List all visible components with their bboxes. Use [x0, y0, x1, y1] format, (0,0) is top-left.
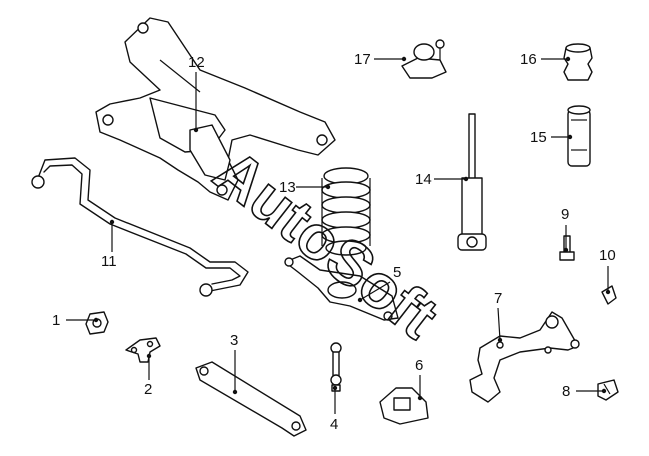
part-8-bushing [597, 379, 619, 401]
callout-leader-dot [357, 297, 363, 303]
part-11-stabilizer-bar [31, 157, 249, 297]
callout-3: 3 [230, 332, 238, 395]
callout-14: 14 [415, 171, 469, 188]
callout-number: 14 [415, 171, 432, 188]
part-1-nut [85, 311, 109, 335]
part-17-top-mount [401, 39, 447, 79]
callout-leader-dot [601, 388, 607, 394]
callout-leader-dot [325, 184, 331, 190]
callout-12: 12 [188, 54, 205, 133]
callout-15: 15 [530, 129, 573, 146]
part-9-bolt [559, 235, 575, 261]
part-4-stabilizer-link [330, 342, 342, 392]
callout-number: 9 [561, 206, 569, 223]
callout-leader-dot [93, 317, 99, 323]
callout-leader-dot [565, 56, 571, 62]
callout-leader-dot [497, 337, 503, 343]
callout-leader-dot [109, 219, 115, 225]
callout-leader-dot [332, 385, 338, 391]
callout-7: 7 [494, 290, 503, 343]
callout-4: 4 [330, 385, 338, 433]
watermark-text: AutoSoft [201, 137, 450, 352]
callout-number: 5 [393, 264, 401, 281]
callout-leader-dot [563, 247, 569, 253]
callout-6: 6 [415, 357, 423, 401]
callout-leader-line [497, 307, 501, 341]
part-2-bracket [125, 337, 161, 363]
callout-number: 10 [599, 247, 616, 264]
callout-leader-dot [417, 395, 423, 401]
callout-leader-dot [193, 127, 199, 133]
callout-number: 16 [520, 51, 537, 68]
callout-1: 1 [52, 312, 99, 329]
callout-17: 17 [354, 51, 407, 68]
callout-leader-dot [401, 56, 407, 62]
callout-leader-dot [567, 134, 573, 140]
watermark: AutoSoft [201, 136, 451, 353]
callout-number: 8 [562, 383, 570, 400]
part-7-knuckle [469, 311, 580, 403]
callout-leader-line [359, 281, 391, 301]
callout-8: 8 [562, 383, 607, 400]
callout-10: 10 [599, 247, 616, 295]
callout-number: 7 [494, 290, 502, 307]
callout-13: 13 [279, 179, 331, 196]
part-12-subframe [95, 17, 336, 201]
part-5-lower-arm [284, 255, 399, 321]
callout-11: 11 [101, 219, 117, 270]
callout-number: 6 [415, 357, 423, 374]
callout-number: 1 [52, 312, 60, 329]
callout-leader-dot [463, 176, 469, 182]
callout-number: 2 [144, 381, 152, 398]
part-13-coil-spring [321, 167, 371, 256]
callout-2: 2 [144, 353, 152, 398]
callout-number: 3 [230, 332, 238, 349]
callout-number: 13 [279, 179, 296, 196]
callout-leader-dot [232, 389, 238, 395]
part-6-mount [379, 387, 429, 425]
part-3-lateral-link [195, 361, 307, 437]
callout-5: 5 [357, 264, 401, 303]
callout-number: 11 [101, 253, 117, 270]
callout-number: 12 [188, 54, 205, 71]
callout-number: 15 [530, 129, 547, 146]
callout-number: 17 [354, 51, 371, 68]
callout-number: 4 [330, 416, 338, 433]
callout-leader-dot [605, 289, 611, 295]
part-14-shock-absorber [457, 113, 487, 251]
callout-16: 16 [520, 51, 571, 68]
part-16-bump-stop [563, 43, 593, 81]
part-15-dust-boot [567, 105, 591, 167]
part-10-clip [601, 285, 617, 305]
callout-leader-dot [146, 353, 152, 359]
callout-9: 9 [561, 206, 569, 253]
